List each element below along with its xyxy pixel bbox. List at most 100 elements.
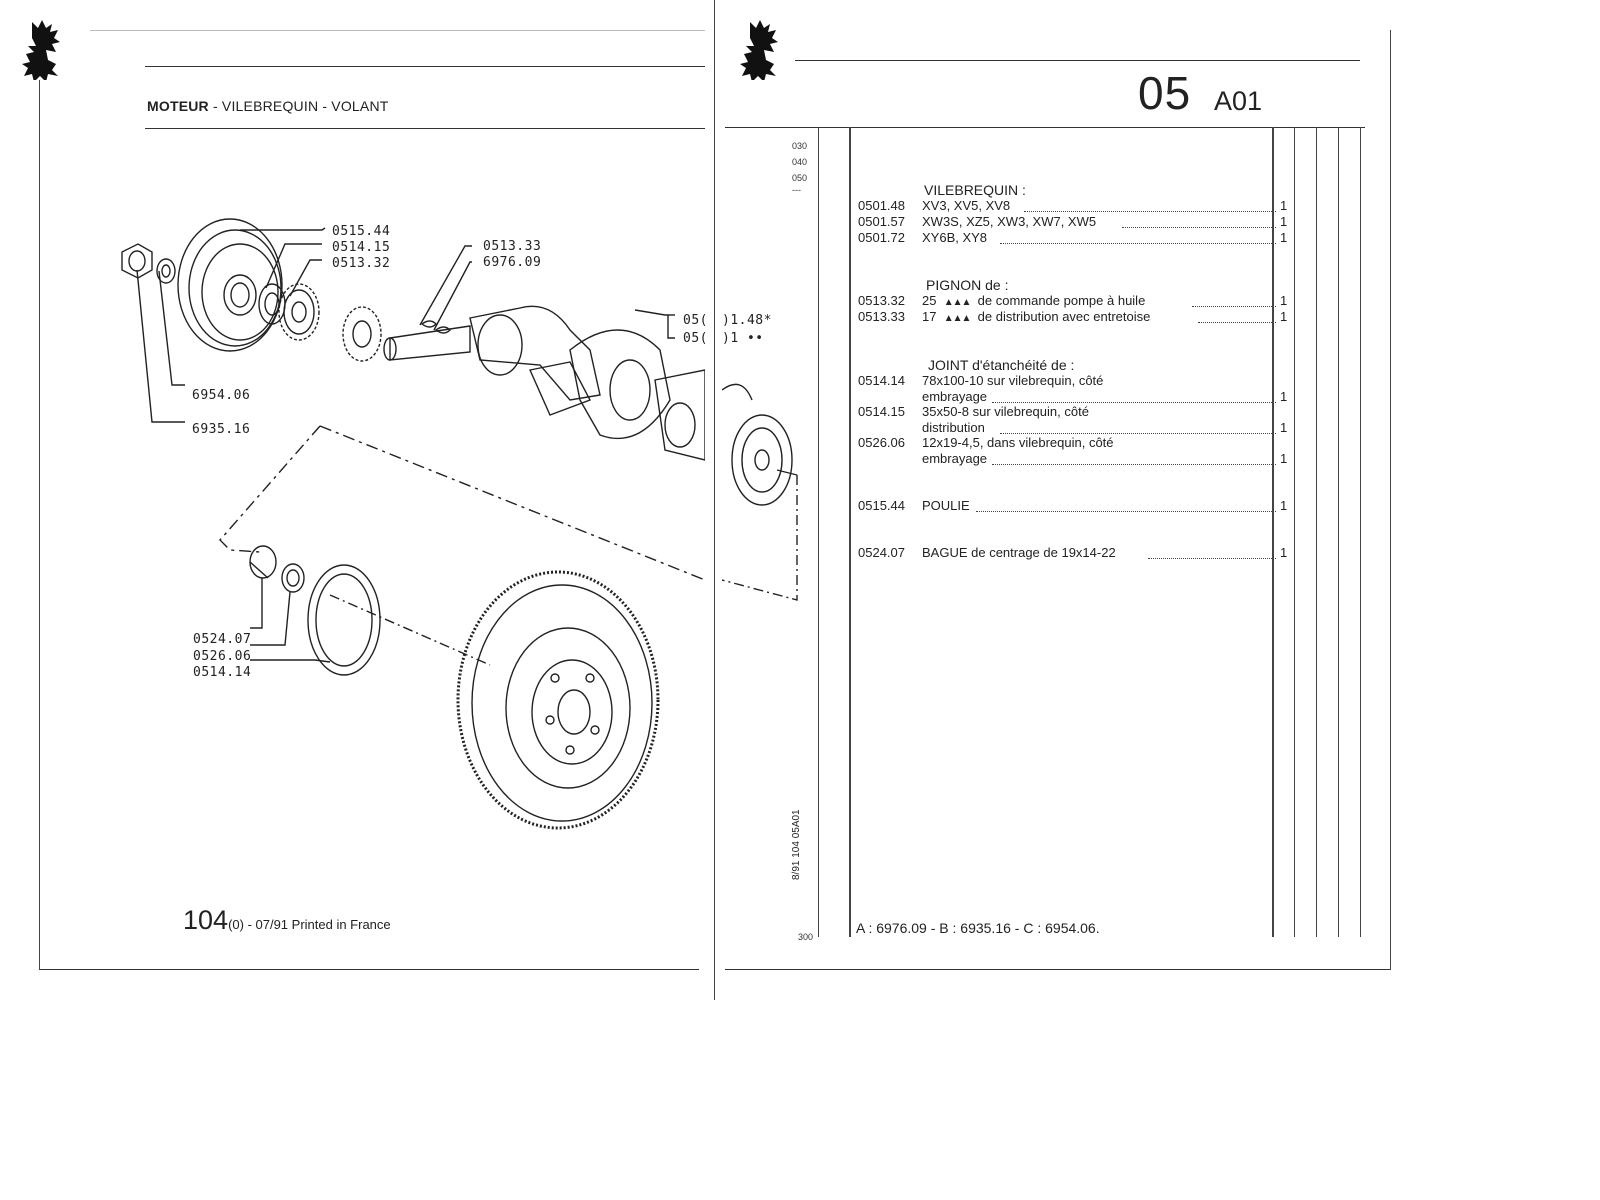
row-qty: 1 bbox=[1280, 293, 1288, 308]
pulley-part bbox=[177, 218, 283, 352]
row-text-line1: 12x19-4,5, dans vilebrequin, côté bbox=[922, 435, 1114, 450]
callout-clip-d: )1 •• bbox=[722, 331, 764, 346]
callout-0526-06: 0526.06 bbox=[193, 649, 252, 664]
row-qty: 1 bbox=[1280, 309, 1288, 324]
row-qty: 1 bbox=[1280, 420, 1288, 435]
lion-logo-icon bbox=[22, 20, 60, 80]
row-count: 17 bbox=[922, 309, 937, 324]
margin-040: 040 bbox=[792, 157, 808, 167]
washer-part bbox=[156, 258, 176, 284]
vertical-code: 8/91 104 05A01 bbox=[790, 780, 804, 880]
bottom-note: A : 6976.09 - B : 6935.16 - C : 6954.06. bbox=[856, 920, 1100, 936]
header-sep: - bbox=[208, 98, 222, 114]
callout-6935-16: 6935.16 bbox=[192, 422, 251, 437]
row-text-line2: embrayage bbox=[922, 451, 988, 466]
row-ref: 0514.14 bbox=[858, 373, 905, 388]
row-qty: 1 bbox=[1280, 389, 1288, 404]
row-text-line2: distribution bbox=[922, 420, 985, 435]
margin-030: 030 bbox=[792, 141, 808, 151]
table-line-5 bbox=[1316, 127, 1317, 937]
lion-logo-icon bbox=[740, 20, 778, 80]
table-line-3 bbox=[1272, 127, 1274, 937]
row-text-line2: embrayage bbox=[922, 389, 988, 404]
callout-clip-a: 05( bbox=[683, 313, 708, 328]
section-number: 05 bbox=[1138, 67, 1192, 119]
row-ref: 0513.32 bbox=[858, 293, 905, 308]
margin-dash: --- bbox=[792, 185, 801, 195]
table-line-6 bbox=[1338, 127, 1339, 937]
top-rule-thin bbox=[90, 30, 705, 31]
callout-clip-b: 05( bbox=[683, 331, 708, 346]
header-bold: MOTEUR bbox=[147, 98, 209, 114]
table-row: 0501.72 XY6B, XY8 bbox=[858, 230, 1278, 246]
page-fold bbox=[714, 0, 715, 1000]
row-ref: 0513.33 bbox=[858, 309, 905, 324]
row-qty: 1 bbox=[1280, 545, 1288, 560]
sprocket-part bbox=[278, 283, 320, 341]
table-row: 0514.15 35x50-8 sur vilebrequin, côté bbox=[858, 404, 1278, 420]
header-rule-right bbox=[725, 127, 1365, 128]
section-sub: A01 bbox=[1214, 86, 1263, 116]
table-line-7 bbox=[1360, 127, 1361, 937]
top-rule bbox=[145, 66, 705, 67]
table-row: 0526.06 12x19-4,5, dans vilebrequin, côté bbox=[858, 435, 1278, 451]
row-qty: 1 bbox=[1280, 214, 1288, 229]
row-ref: 0501.48 bbox=[858, 198, 905, 213]
row-text: de distribution avec entretoise bbox=[977, 309, 1151, 324]
row-ref: 0501.57 bbox=[858, 214, 905, 229]
callout-0513-33: 0513.33 bbox=[483, 239, 542, 254]
row-qty: 1 bbox=[1280, 230, 1288, 245]
row-ref: 0501.72 bbox=[858, 230, 905, 245]
footer-print-info: (0) - 07/91 Printed in France bbox=[228, 917, 391, 932]
triangle-marks-icon: ▲▲▲ bbox=[943, 297, 972, 308]
row-text-line1: 35x50-8 sur vilebrequin, côté bbox=[922, 404, 1089, 419]
row-text: de commande pompe à huile bbox=[977, 293, 1146, 308]
margin-300: 300 bbox=[798, 932, 814, 942]
row-qty: 1 bbox=[1280, 198, 1288, 213]
callout-6954-06: 6954.06 bbox=[192, 388, 251, 403]
sprocket-small-part bbox=[342, 306, 382, 362]
row-ref: 0514.15 bbox=[858, 404, 905, 419]
row-ref: 0526.06 bbox=[858, 435, 905, 450]
row-text: XY6B, XY8 bbox=[922, 230, 988, 245]
bottom-rule-left bbox=[39, 969, 699, 970]
row-ref: 0524.07 bbox=[858, 545, 905, 560]
callout-clip-c: )1.48* bbox=[722, 313, 772, 328]
group-title-joint: JOINT d'étanchéité de : bbox=[928, 357, 1075, 373]
table-row: 0524.07 BAGUE de centrage de 19x14-22 bbox=[858, 545, 1278, 561]
margin-050: 050 bbox=[792, 173, 808, 183]
header-rest: VILEBREQUIN - VOLANT bbox=[221, 98, 389, 114]
flywheel-part bbox=[456, 570, 660, 830]
table-row: 0514.14 78x100-10 sur vilebrequin, côté bbox=[858, 373, 1278, 389]
ring-part bbox=[281, 563, 305, 593]
vertical-code-text: 8/91 104 05A01 bbox=[791, 809, 802, 880]
flange-fragment bbox=[722, 383, 798, 601]
callout-0514-15: 0514.15 bbox=[332, 240, 391, 255]
row-text: POULIE bbox=[922, 498, 970, 513]
left-margin-line bbox=[39, 80, 40, 970]
callout-0515-44: 0515.44 bbox=[332, 224, 391, 239]
header-underline bbox=[145, 128, 705, 129]
callout-0513-32: 0513.32 bbox=[332, 256, 391, 271]
callout-6976-09: 6976.09 bbox=[483, 255, 542, 270]
group-title-pignon: PIGNON de : bbox=[926, 277, 1009, 293]
row-qty: 1 bbox=[1280, 451, 1288, 466]
table-line-2 bbox=[849, 127, 851, 937]
table-row-cont: distribution bbox=[858, 420, 1278, 436]
exploded-diagram bbox=[121, 218, 705, 830]
top-rule-right bbox=[795, 60, 1360, 61]
right-edge-line bbox=[1390, 30, 1391, 970]
crankshaft-part bbox=[383, 305, 705, 461]
row-text: BAGUE de centrage de 19x14-22 bbox=[922, 545, 1116, 560]
rear-seal-part bbox=[307, 564, 381, 676]
table-row-cont: embrayage bbox=[858, 389, 1278, 405]
page-header-left: MOTEUR - VILEBREQUIN - VOLANT bbox=[147, 98, 389, 114]
table-row: 0515.44 POULIE bbox=[858, 498, 1278, 514]
row-ref: 0515.44 bbox=[858, 498, 905, 513]
row-text-line1: 78x100-10 sur vilebrequin, côté bbox=[922, 373, 1104, 388]
footer-page-number: 104 bbox=[183, 905, 229, 935]
